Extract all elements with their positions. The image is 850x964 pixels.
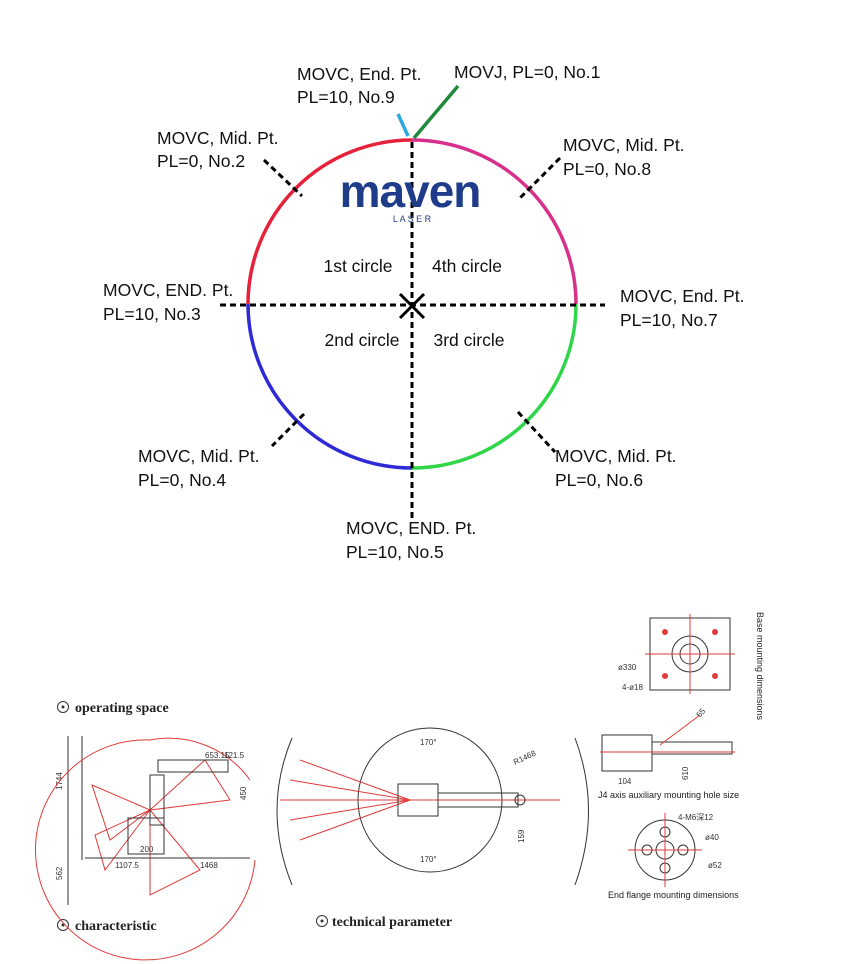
dim-1107: 1107.5: [115, 861, 139, 870]
reach-envelope-arc: [35, 739, 256, 961]
point-2-label-line2: PL=0, No.2: [157, 151, 245, 171]
dim-121: 121.5: [224, 751, 245, 760]
technical-parameter-header: technical parameter: [316, 915, 452, 930]
base-mounting-title: Base mounting dimensions: [755, 612, 765, 721]
base-mounting-drawing: Base mounting dimensions ø330 4-ø18: [618, 612, 765, 721]
point-8-label-line2: PL=0, No.8: [563, 159, 651, 179]
range-petal-1: [91, 784, 151, 841]
flange-thread-label: 4-M6深12: [678, 813, 714, 822]
operating-space-bullet-icon: [57, 701, 69, 713]
robot-arm-upper: [157, 759, 229, 773]
dim-159: 159: [517, 829, 526, 843]
base-bolt-4: [712, 673, 718, 679]
flange-caption: End flange mounting dimensions: [608, 890, 739, 900]
robot-arm-lower: [149, 774, 165, 826]
point-7-label-line2: PL=10, No.7: [620, 310, 718, 330]
point-5-label-line2: PL=10, No.5: [346, 542, 444, 562]
dim-r1468: R1468: [512, 748, 538, 766]
side-view-range-drawing: 1744 562 653.15 121.5 1107.5 1468 200 45…: [35, 736, 256, 961]
arc-second-circle: [246, 303, 413, 470]
first-circle-label: 1st circle: [323, 256, 392, 276]
point-2-label-line1: MOVC, Mid. Pt.: [157, 128, 279, 148]
dim-4-holes: 4-ø18: [622, 683, 643, 692]
point-9-label-line2: PL=10, No.9: [297, 87, 395, 107]
third-circle-label: 3rd circle: [434, 330, 505, 350]
maven-laser-logo: maven L A S E R: [340, 165, 482, 224]
ray-b: [289, 799, 411, 821]
technical-parameter-title: technical parameter: [332, 915, 452, 930]
robot-base-side: [127, 817, 165, 855]
j4-housing: [601, 734, 653, 772]
mid-point-2-marker: [262, 158, 304, 198]
dim-653: 653.15: [205, 751, 230, 760]
mid-point-6-marker: [516, 410, 557, 454]
point-5-label-line1: MOVC, END. Pt.: [346, 518, 476, 538]
robot-tool-top: [514, 794, 526, 806]
dim-562: 562: [55, 866, 64, 880]
outer-arc-right: [574, 737, 589, 886]
point-7-label-line1: MOVC, End. Pt.: [620, 286, 744, 306]
dim-200: 200: [140, 845, 154, 854]
logo-subtitle: L A S E R: [393, 214, 432, 224]
j4-axis-drawing: 55 104 610 J4 axis auxiliary mounting ho…: [598, 706, 739, 800]
dim-450: 450: [239, 786, 248, 800]
reach-envelope-arc2: [149, 737, 251, 781]
point-1-label: MOVJ, PL=0, No.1: [454, 62, 600, 82]
axis-dashed-lines: [220, 142, 605, 518]
arc-first-circle: [246, 138, 413, 305]
ray-a: [289, 779, 411, 801]
ray-d: [299, 799, 411, 841]
end-flange-drawing: 4-M6深12 ø40 ø52 End flange mounting dime…: [608, 813, 739, 900]
base-bolt-3: [662, 673, 668, 679]
dim-170-bottom: 170°: [420, 855, 437, 864]
point-4-label-line2: PL=0, No.4: [138, 470, 226, 490]
end-point-9-line: [396, 113, 410, 137]
dim-104: 104: [618, 777, 632, 786]
dim-170-top: 170°: [420, 738, 437, 747]
base-bolt-2: [712, 629, 718, 635]
characteristic-title: characteristic: [75, 919, 157, 934]
point-8-label-line1: MOVC, Mid. Pt.: [563, 135, 685, 155]
operating-space-header: operating space: [57, 701, 169, 716]
movj-approach-line: [412, 84, 460, 140]
range-petal-3: [149, 808, 201, 896]
robot-arm-top: [437, 792, 519, 808]
point-4-label-line1: MOVC, Mid. Pt.: [138, 446, 260, 466]
dim-1468: 1468: [200, 861, 218, 870]
j4-caption: J4 axis auxiliary mounting hole size: [598, 790, 739, 800]
characteristic-bullet-icon: [57, 919, 69, 931]
point-6-label-line1: MOVC, Mid. Pt.: [555, 446, 677, 466]
center-cross-b: [398, 292, 426, 320]
second-circle-label: 2nd circle: [325, 330, 400, 350]
characteristic-header: characteristic: [57, 919, 157, 934]
outer-arc-left: [276, 737, 293, 886]
point-3-label-line2: PL=10, No.3: [103, 304, 201, 324]
point-6-label-line2: PL=0, No.6: [555, 470, 643, 490]
operating-space-bullet-dot: [61, 705, 65, 709]
logo-word: maven: [340, 165, 481, 217]
j4-arm: [651, 741, 733, 755]
j4-oblique: [659, 714, 701, 746]
mid-point-4-marker: [270, 412, 306, 448]
dim-j4-610: 610: [681, 766, 690, 780]
base-bolt-1: [662, 629, 668, 635]
point-9-label-line1: MOVC, End. Pt.: [297, 64, 421, 84]
top-view-range-drawing: 170° 170° R1468 159: [276, 727, 589, 886]
dim-330: ø330: [618, 663, 637, 672]
flange-phi40: ø40: [705, 833, 719, 842]
ray-c: [299, 759, 411, 801]
flange-phi52: ø52: [708, 861, 722, 870]
fourth-circle-label: 4th circle: [432, 256, 502, 276]
range-petal-2: [148, 759, 231, 811]
point-3-label-line1: MOVC, END. Pt.: [103, 280, 233, 300]
technical-parameter-bullet-dot: [320, 919, 324, 923]
operating-space-title: operating space: [75, 701, 169, 716]
mid-point-8-marker: [518, 156, 562, 200]
arc-third-circle: [411, 303, 578, 470]
technical-parameter-bullet-icon: [316, 915, 328, 927]
